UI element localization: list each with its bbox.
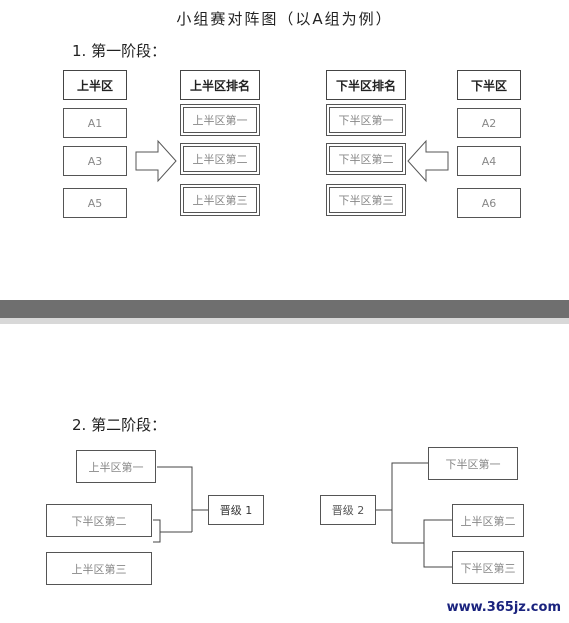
team-a1: A1	[63, 108, 127, 138]
team-a4: A4	[457, 146, 521, 176]
right-arrow-icon	[135, 139, 177, 183]
s2-right-second: 上半区第二	[452, 504, 524, 537]
left-bracket	[153, 466, 208, 543]
upper-rank-header: 上半区排名	[180, 70, 260, 100]
s2-right-first: 下半区第一	[428, 447, 518, 480]
team-a6: A6	[457, 188, 521, 218]
diagram-title: 小组赛对阵图（以A组为例）	[176, 10, 393, 28]
s2-right-third: 下半区第三	[452, 551, 524, 584]
watermark: www.365jz.com	[446, 600, 561, 615]
separator-shadow	[0, 318, 569, 324]
s2-left-third: 上半区第三	[46, 552, 152, 585]
team-a2: A2	[457, 108, 521, 138]
lower-rank-header: 下半区排名	[326, 70, 406, 100]
stage2-heading: 2. 第二阶段：	[72, 416, 167, 434]
advance-2-box: 晋级 2	[320, 495, 376, 525]
separator-band	[0, 300, 569, 318]
lower-rank-3: 下半区第三	[326, 184, 406, 216]
left-arrow-icon	[407, 139, 449, 183]
stage1-heading: 1. 第一阶段：	[72, 42, 167, 60]
upper-half-header: 上半区	[63, 70, 127, 100]
right-bracket	[376, 462, 452, 568]
upper-rank-2: 上半区第二	[180, 143, 260, 175]
upper-rank-3: 上半区第三	[180, 184, 260, 216]
upper-rank-1: 上半区第一	[180, 104, 260, 136]
s2-left-first: 上半区第一	[76, 450, 156, 483]
team-a5: A5	[63, 188, 127, 218]
lower-half-header: 下半区	[457, 70, 521, 100]
team-a3: A3	[63, 146, 127, 176]
lower-rank-1: 下半区第一	[326, 104, 406, 136]
lower-rank-2: 下半区第二	[326, 143, 406, 175]
s2-left-second: 下半区第二	[46, 504, 152, 537]
advance-1-box: 晋级 1	[208, 495, 264, 525]
